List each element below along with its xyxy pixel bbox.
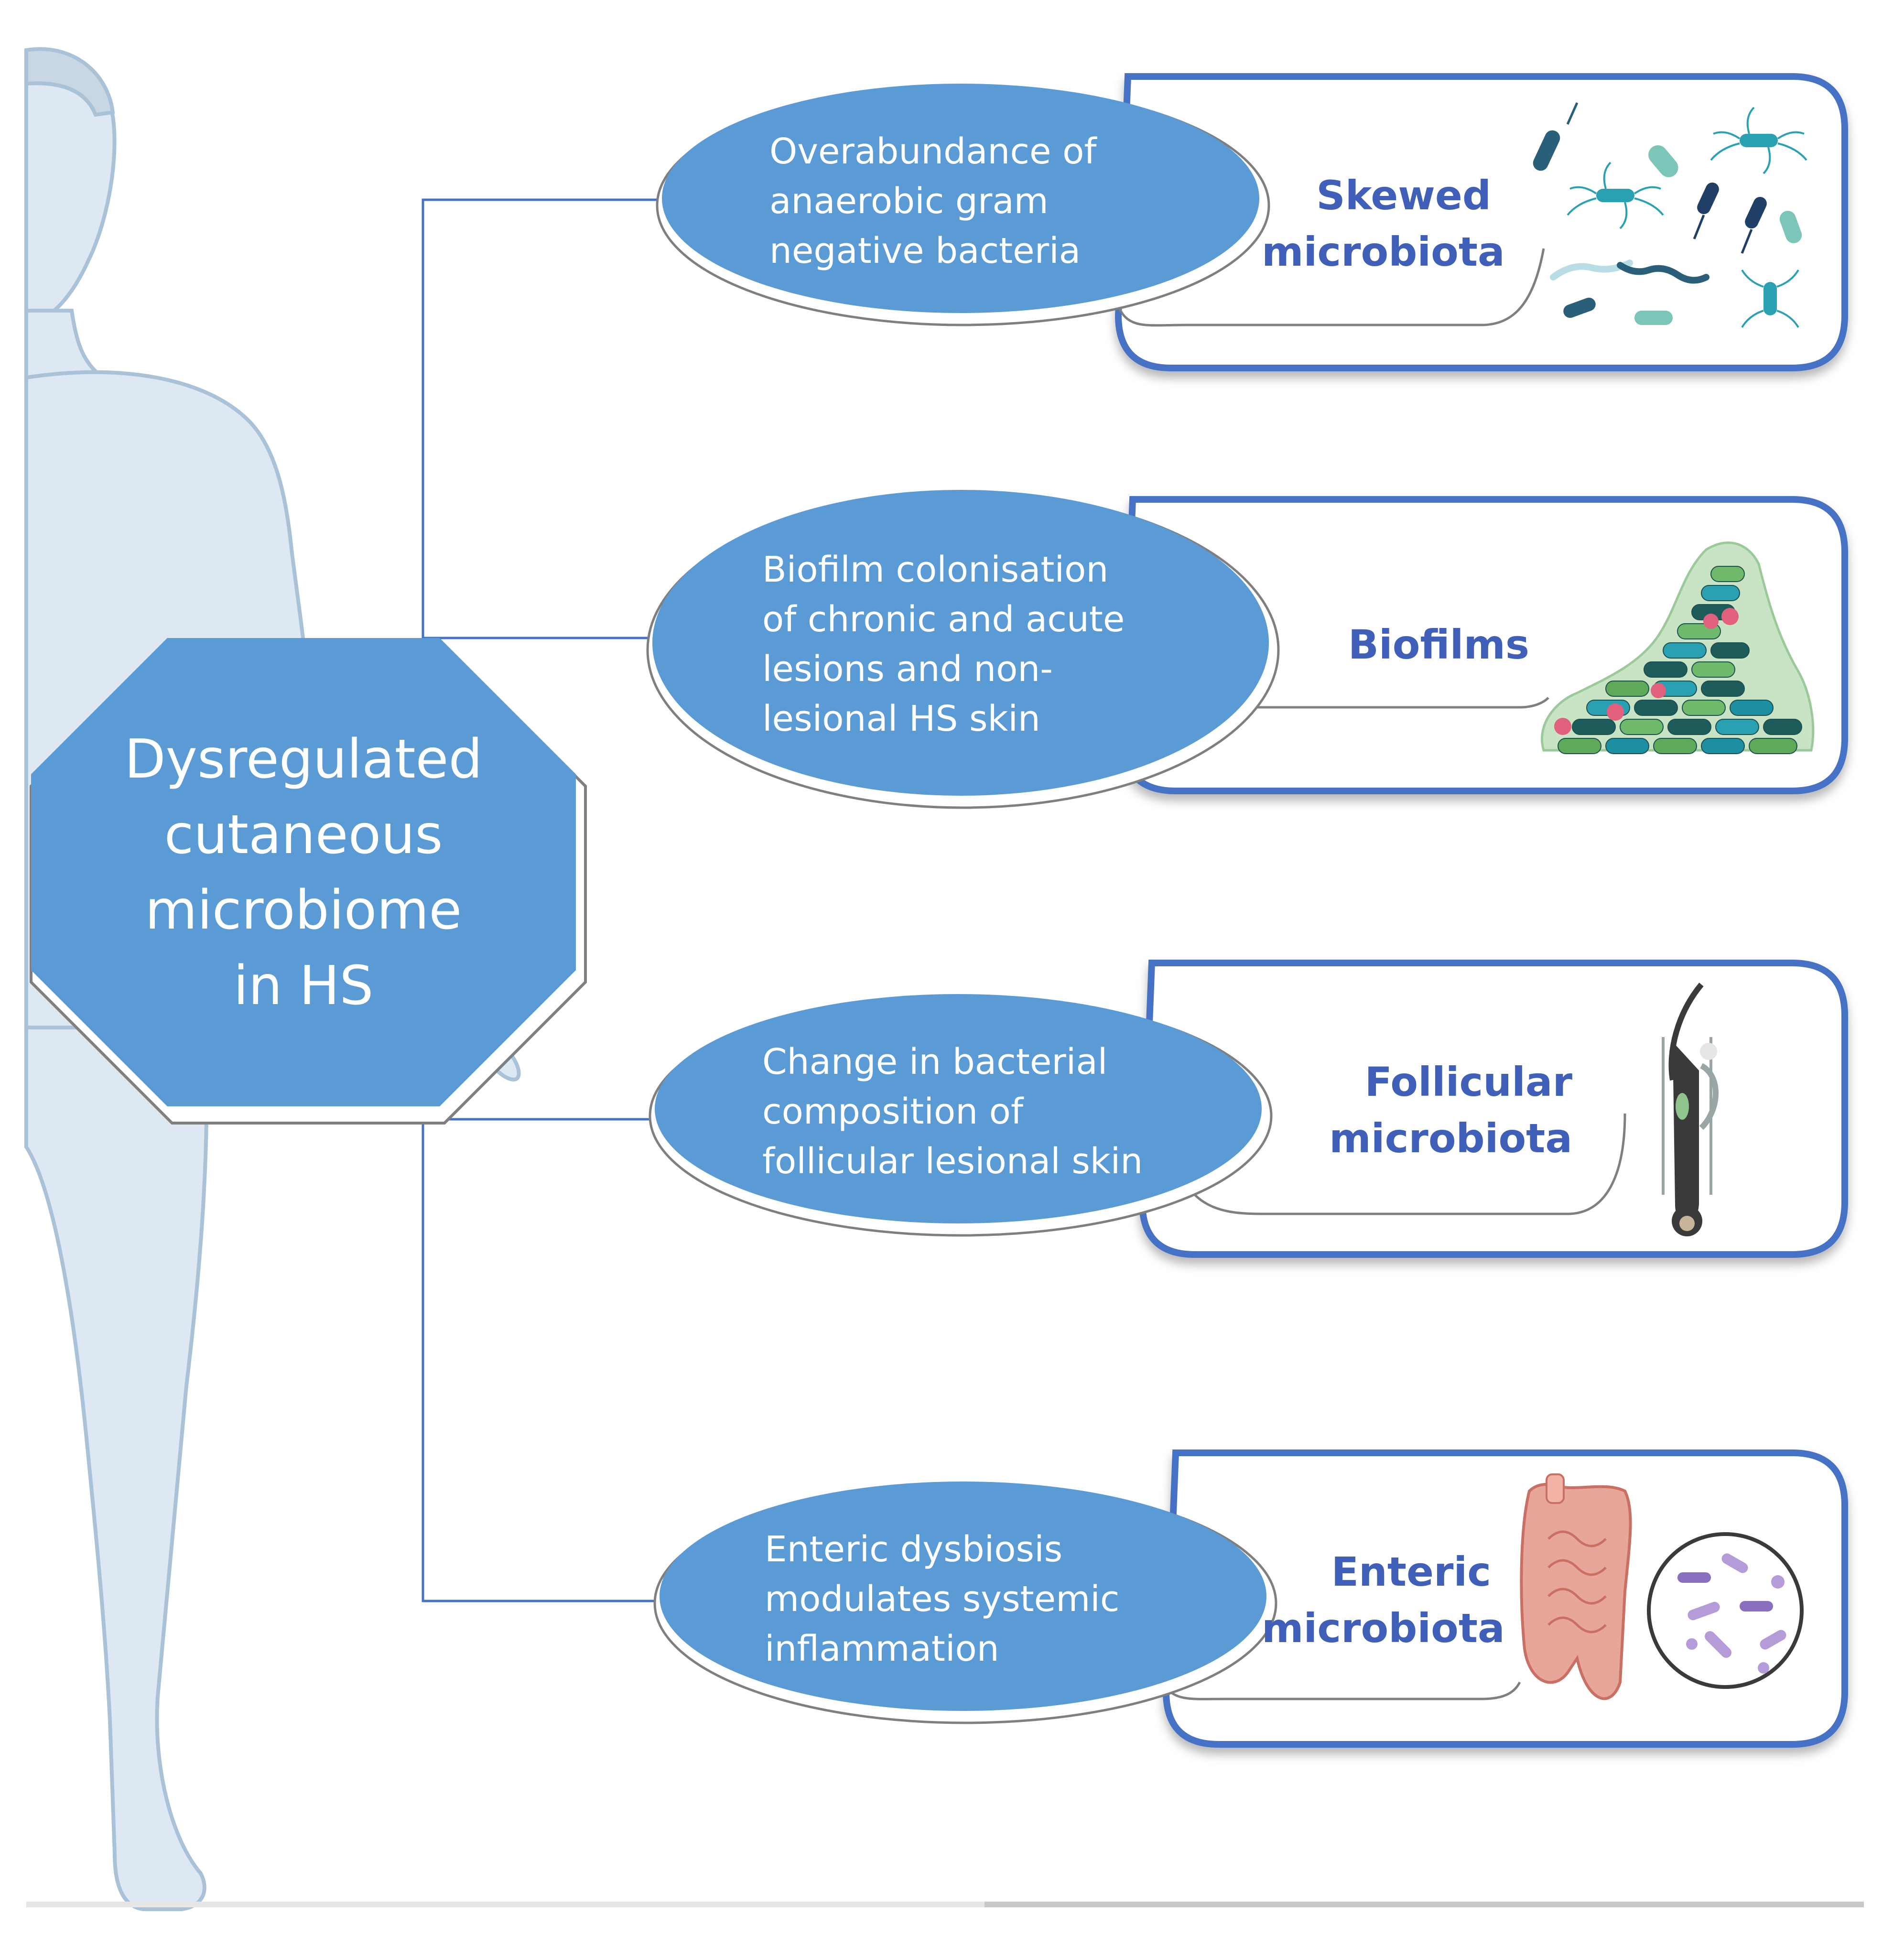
oval-text-line: anaerobic gram (769, 181, 1049, 222)
card-enteric-microbiota (1162, 1449, 1848, 1748)
card-follicular-microbiota (1138, 960, 1848, 1258)
oval-text-line: Enteric dysbiosis (765, 1529, 1063, 1570)
connector-lines (422, 198, 660, 1602)
hair-follicle-icon (1662, 983, 1719, 1236)
oval-skewed-text: Overabundance of anaerobic gram negative… (769, 127, 1096, 276)
label-follicular-microbiota: Follicular microbiota (1329, 1054, 1572, 1167)
center-title-line: in HS (233, 955, 374, 1017)
oval-text-line: Overabundance of (769, 131, 1097, 172)
oval-enteric-text: Enteric dysbiosis modulates systemic inf… (765, 1525, 1120, 1674)
oval-follicular-text: Change in bacterial composition of folli… (762, 1037, 1143, 1186)
oval-skewed (656, 84, 1270, 326)
center-title-line: Dysregulated (124, 728, 483, 790)
oval-text-line: modulates systemic (765, 1579, 1120, 1620)
biofilm-icon (1541, 541, 1815, 754)
label-enteric-microbiota: Enteric microbiota (1262, 1544, 1505, 1656)
oval-text-line: inflammation (765, 1628, 999, 1669)
oval-biofilm (646, 490, 1280, 809)
oval-text-line: negative bacteria (769, 230, 1081, 271)
card-label-line: microbiota (1329, 1115, 1572, 1162)
oval-enteric (653, 1482, 1277, 1724)
card-label-line: microbiota (1262, 228, 1505, 275)
oval-text-line: Biofilm colonisation (762, 549, 1109, 590)
oval-text-line: composition of (762, 1091, 1024, 1132)
oval-follicular (649, 994, 1273, 1237)
oval-text-line: of chronic and acute (762, 599, 1125, 640)
oval-text-line: Change in bacterial (762, 1041, 1108, 1082)
center-title-line: microbiome (145, 879, 462, 941)
card-label-line: Enteric (1331, 1548, 1491, 1595)
card-label-line: Follicular (1364, 1059, 1572, 1105)
center-octagon (30, 638, 587, 1125)
card-label-line: Skewed (1316, 172, 1491, 219)
oval-text-line: lesional HS skin (762, 698, 1040, 739)
label-biofilms: Biofilms (1290, 616, 1529, 673)
oval-text-line: follicular lesional skin (762, 1141, 1143, 1182)
center-title-line: cutaneous (164, 804, 443, 866)
oval-text-line: lesions and non- (762, 649, 1053, 690)
label-skewed-microbiota: Skewed microbiota (1262, 167, 1505, 280)
oval-biofilm-text: Biofilm colonisation of chronic and acut… (762, 545, 1125, 744)
intestine-microbes-icon (1520, 1473, 1804, 1700)
bacteria-scatter-icon (1533, 102, 1807, 328)
center-title: Dysregulated cutaneous microbiome in HS (57, 722, 550, 1024)
card-label-line: microbiota (1262, 1605, 1505, 1652)
card-label-line: Biofilms (1348, 621, 1529, 668)
